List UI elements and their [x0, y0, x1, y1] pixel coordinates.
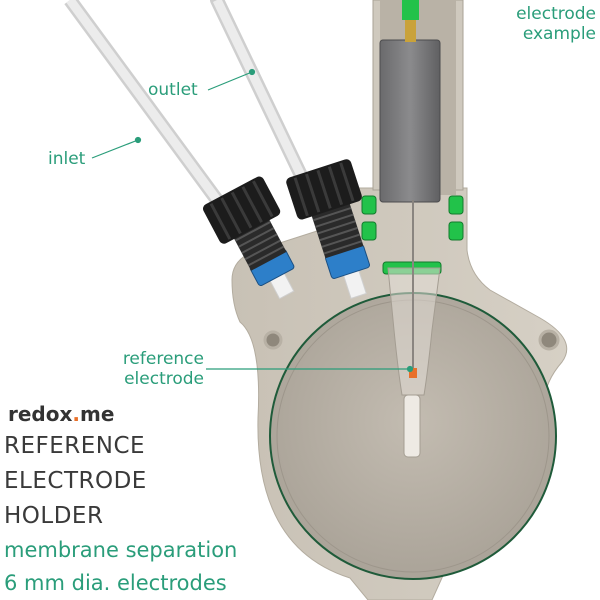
reference-electrode-label: reference electrode [110, 349, 204, 389]
outlet-label: outlet [148, 80, 198, 100]
outlet-tube [210, 0, 315, 197]
inlet-label: inlet [48, 149, 86, 169]
title-line-1: REFERENCE [4, 433, 146, 459]
electrode-example-line-2: example [522, 24, 596, 44]
electrode-example-label: electrode example [490, 4, 596, 44]
electrode-connector [405, 20, 416, 42]
callout-leaders [91, 68, 414, 373]
reference-electrode-line-2: electrode [124, 369, 204, 389]
inlet-tube [64, 0, 234, 220]
brand-logo-dot: . [72, 402, 80, 426]
brand-logo-part-1: redox [8, 402, 73, 426]
subtitle-line-1: membrane separation [4, 538, 238, 562]
mount-hole-left [263, 330, 283, 350]
electrode-rod [379, 39, 441, 203]
subtitle-line-2: 6 mm dia. electrodes [4, 571, 227, 595]
reference-electrode-glass [387, 200, 441, 458]
title-line-2: ELECTRODE [4, 468, 147, 494]
brand-logo: redox.me [8, 402, 114, 426]
mount-hole-right [538, 329, 560, 351]
reference-electrode-line-1: reference [122, 349, 204, 369]
electrode-example-line-1: electrode [516, 4, 596, 24]
inlet-fitting [203, 176, 295, 300]
title-line-3: HOLDER [4, 503, 104, 529]
outlet-fitting [286, 159, 370, 299]
brand-logo-part-2: me [80, 402, 115, 426]
